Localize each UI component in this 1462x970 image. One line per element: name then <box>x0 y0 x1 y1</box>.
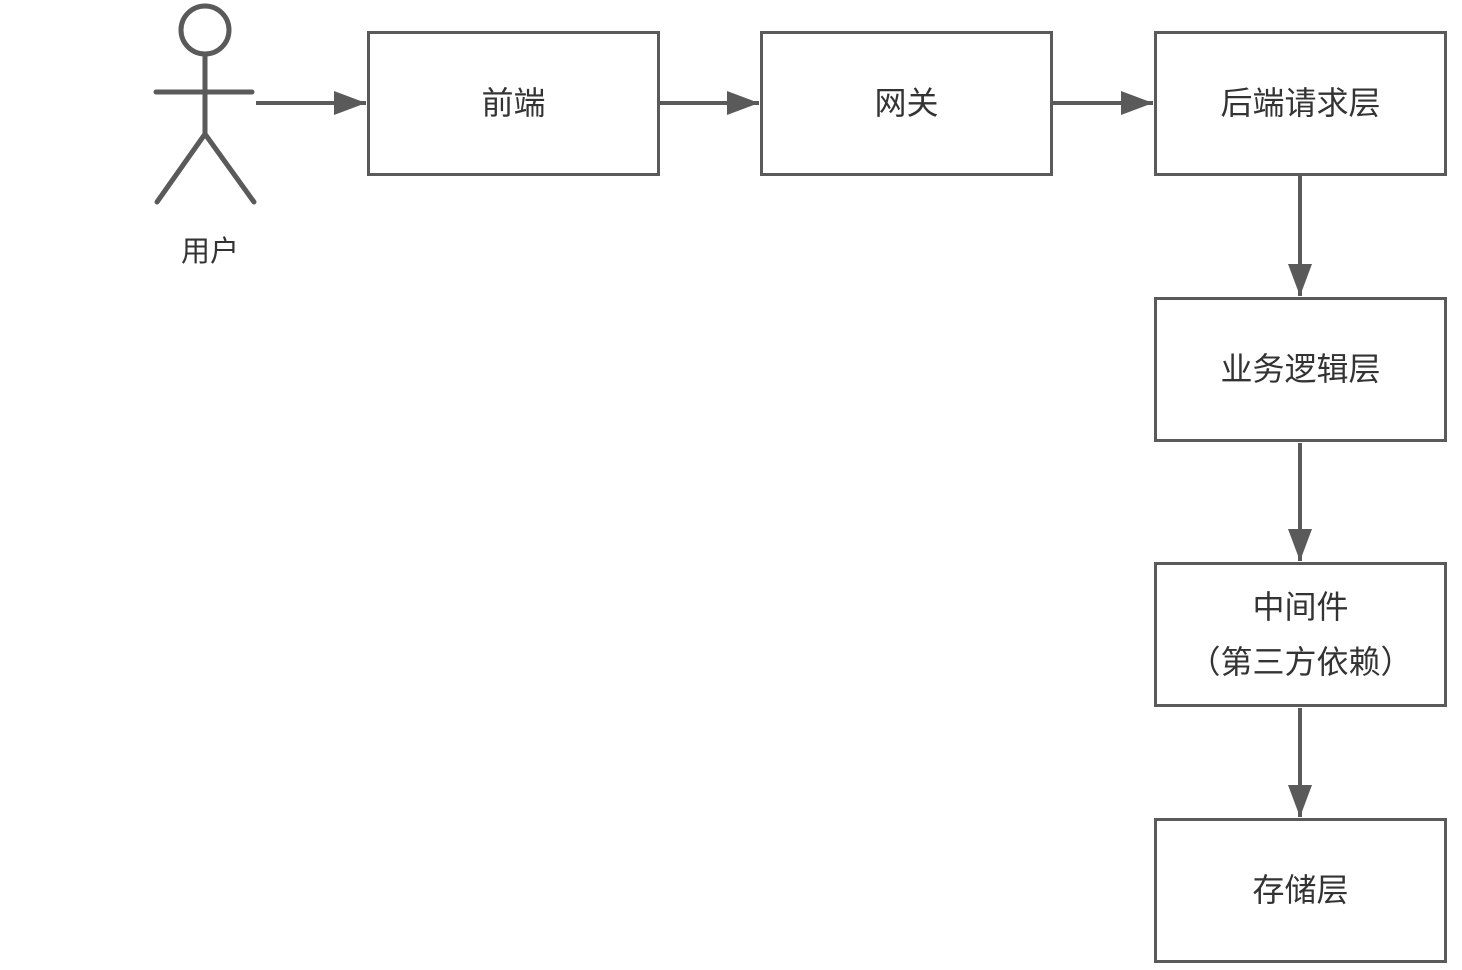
node-storage-layer: 存储层 <box>1154 818 1447 963</box>
node-middleware: 中间件 （第三方依赖） <box>1154 562 1447 707</box>
node-storage-layer-label: 存储层 <box>1252 872 1349 909</box>
node-frontend: 前端 <box>367 31 660 176</box>
node-business-logic-layer-label: 业务逻辑层 <box>1220 351 1381 388</box>
actor-label: 用户 <box>180 236 239 268</box>
node-gateway-label: 网关 <box>874 85 939 122</box>
node-backend-request-layer: 后端请求层 <box>1154 31 1447 176</box>
actor-head-icon <box>178 3 232 57</box>
node-frontend-label: 前端 <box>481 85 546 122</box>
actor-figure <box>153 3 257 205</box>
actor-right-leg-line <box>202 131 257 205</box>
node-gateway: 网关 <box>760 31 1053 176</box>
node-middleware-label-line2: （第三方依赖） <box>1188 643 1413 680</box>
node-middleware-label-line1: 中间件 <box>1252 589 1349 626</box>
actor-left-leg-line <box>154 131 208 205</box>
node-backend-request-layer-label: 后端请求层 <box>1220 85 1381 122</box>
node-business-logic-layer: 业务逻辑层 <box>1154 297 1447 442</box>
